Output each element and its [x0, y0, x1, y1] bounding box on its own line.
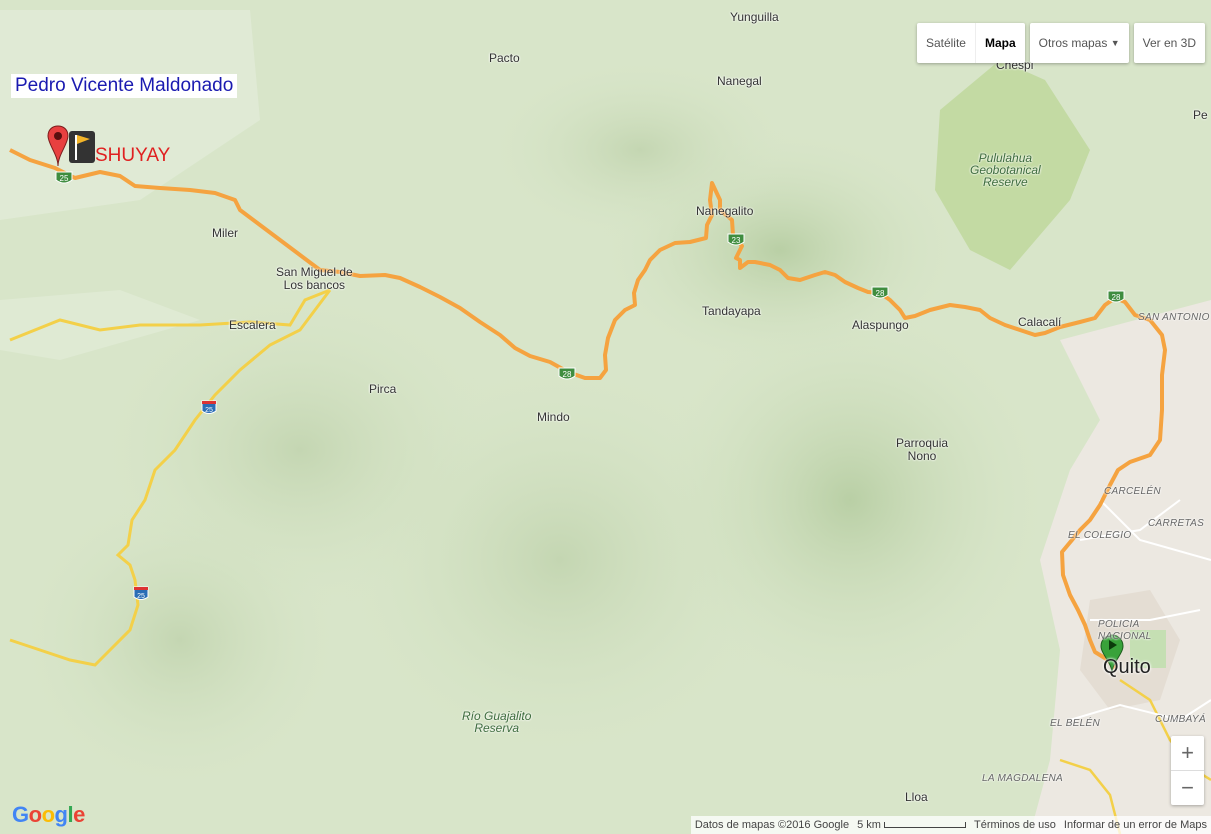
place-tandayapa: Tandayapa: [702, 304, 761, 318]
route-title: Pedro Vicente Maldonado: [11, 74, 238, 98]
end-pin-icon[interactable]: [1100, 634, 1124, 674]
district-carcelen: CARCELÉN: [1104, 486, 1161, 497]
place-pacto: Pacto: [489, 51, 520, 65]
place-nanegalito: Nanegalito: [696, 204, 754, 218]
place-miler: Miler: [212, 226, 238, 240]
district-nacional: NACIONAL: [1098, 631, 1152, 642]
district-policia: POLICIA: [1098, 619, 1140, 630]
quito-urban-area: [1030, 300, 1211, 834]
place-lloa: Lloa: [905, 790, 928, 804]
svg-text:25: 25: [137, 593, 145, 600]
start-marker-label: SHUYAY: [95, 145, 171, 166]
zoom-in-button[interactable]: +: [1181, 740, 1194, 765]
zoom-divider: [1171, 770, 1204, 771]
terms-link[interactable]: Términos de uso: [973, 819, 1056, 831]
other-maps-dropdown[interactable]: Otros mapas ▼: [1029, 23, 1129, 63]
report-error-link[interactable]: Informar de un error de Maps: [1063, 819, 1207, 831]
svg-text:23: 23: [732, 236, 741, 245]
highway-shield-28-mindo: 28: [558, 367, 576, 380]
district-carretas: CARRETAS: [1148, 518, 1205, 529]
svg-text:28: 28: [876, 289, 885, 298]
map-type-toggle: Satélite Mapa: [916, 23, 1025, 63]
driving-route[interactable]: [9, 148, 1167, 670]
place-escalera: Escalera: [229, 318, 276, 332]
other-maps-button[interactable]: Otros mapas ▼: [1038, 36, 1120, 50]
highway-shield-label: 25: [60, 174, 69, 183]
place-calacali: Calacalí: [1018, 315, 1062, 329]
place-pe: Pe: [1193, 108, 1208, 122]
map-data-attribution: Datos de mapas ©2016 Google: [694, 819, 850, 831]
highway-shield-28-alaspungo: 28: [871, 286, 889, 299]
place-yunguilla: Yunguilla: [730, 10, 779, 24]
quito-label: Quito: [1103, 656, 1151, 678]
google-logo[interactable]: Google: [12, 802, 85, 827]
district-el-belen: EL BELÉN: [1050, 718, 1101, 729]
flag-icon[interactable]: [68, 130, 96, 164]
view-3d-group: Ver en 3D: [1133, 23, 1205, 63]
zoom-out-button[interactable]: −: [1181, 775, 1194, 800]
district-san-antonio: SAN ANTONIO: [1138, 312, 1210, 323]
scale-indicator[interactable]: 5 km: [857, 819, 966, 831]
place-nanegal: Nanegal: [717, 74, 762, 88]
road-escalera: [9, 288, 331, 342]
scale-bar: [883, 822, 966, 829]
place-alaspungo: Alaspungo: [852, 318, 909, 332]
highway-shield-25-west: 25: [55, 171, 73, 184]
satellite-button[interactable]: Satélite: [917, 23, 976, 63]
map-footer: Datos de mapas ©2016 Google 5 km Término…: [690, 816, 1211, 834]
place-mindo: Mindo: [537, 410, 570, 424]
district-el-colegio: EL COLEGIO: [1068, 530, 1132, 541]
highway-shield-28-calacali: 28: [1107, 290, 1125, 303]
zoom-control: + −: [1171, 736, 1204, 805]
highway-shield-23-nanegalito: 23: [727, 233, 745, 246]
map-button[interactable]: Mapa: [984, 36, 1016, 50]
svg-text:28: 28: [1112, 293, 1121, 302]
start-pin-icon[interactable]: [47, 125, 69, 167]
highway-shield-25-south: 25: [133, 586, 149, 600]
district-cumbaya: CUMBAYÁ: [1155, 714, 1206, 725]
district-la-magdalena: LA MAGDALENA: [982, 773, 1064, 784]
map-type-controls: Satélite Mapa Otros mapas ▼ Ver en 3D: [916, 23, 1205, 63]
highway-25-road: [9, 289, 332, 667]
view-3d-button[interactable]: Ver en 3D: [1142, 36, 1196, 50]
highway-shield-25-pirca: 25: [201, 400, 217, 414]
place-pirca: Pirca: [369, 382, 397, 396]
svg-text:28: 28: [563, 370, 572, 379]
caret-down-icon: ▼: [1110, 38, 1120, 48]
pululahua-reserve-area: [935, 60, 1090, 270]
svg-text:25: 25: [205, 407, 213, 414]
